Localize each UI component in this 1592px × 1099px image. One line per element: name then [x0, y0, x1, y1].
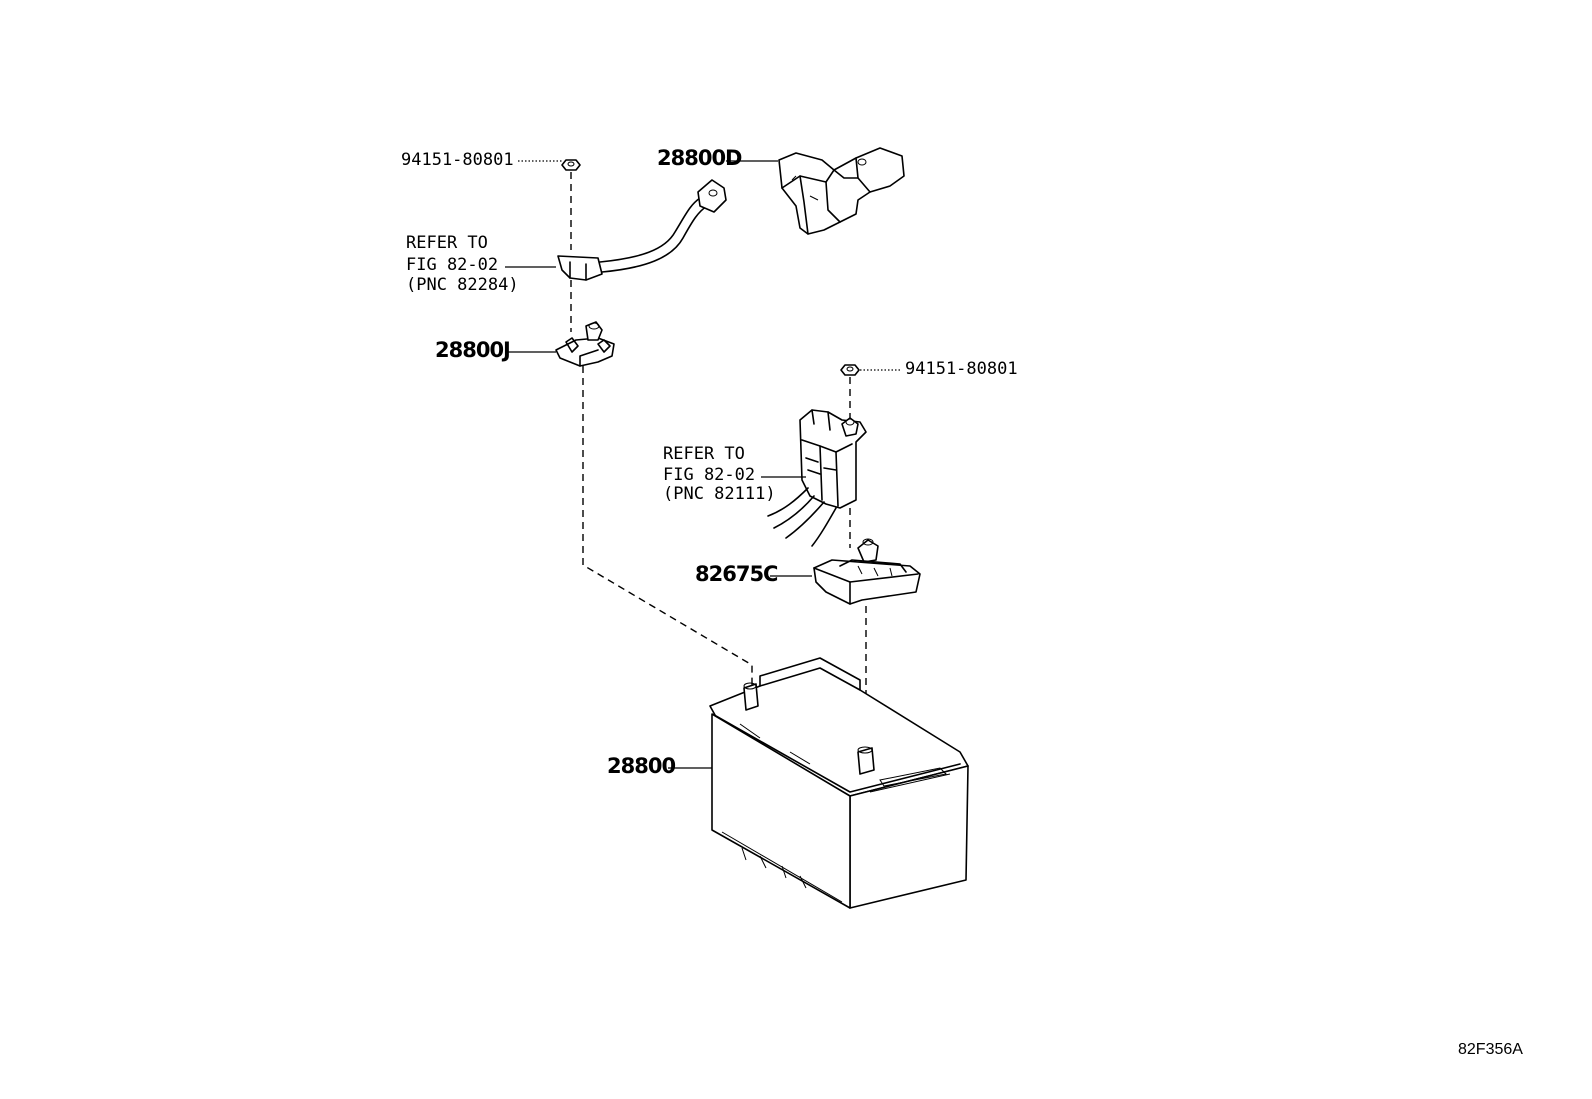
dashline-clamp-to-battery: [582, 366, 753, 690]
callout-nut-top[interactable]: 94151-80801: [401, 150, 514, 170]
refer-a-line1: REFER TO: [406, 233, 488, 253]
callout-clamp-28800J[interactable]: 28800J: [435, 338, 511, 362]
nut-right[interactable]: [840, 364, 860, 376]
callout-nut-right[interactable]: 94151-80801: [905, 359, 1018, 379]
terminal-cover-28800D[interactable]: [778, 147, 905, 235]
figure-code: 82F356A: [1458, 1041, 1523, 1058]
callout-battery-28800[interactable]: 28800: [607, 754, 676, 778]
refer-b-line1: REFER TO: [663, 444, 745, 464]
callout-cover-28800D[interactable]: 28800D: [657, 146, 742, 170]
refer-b-line3: (PNC 82111): [663, 484, 776, 504]
battery-28800[interactable]: [709, 657, 969, 909]
terminal-clamp-28800J[interactable]: [555, 321, 615, 367]
nut-top-left[interactable]: [561, 159, 581, 171]
refer-a-line3: (PNC 82284): [406, 275, 519, 295]
positive-terminal-block[interactable]: [767, 409, 867, 547]
terminal-cover-82675C[interactable]: [813, 538, 921, 605]
callout-cover-82675C[interactable]: 82675C: [695, 562, 778, 586]
refer-a-line2[interactable]: FIG 82-02: [406, 255, 499, 275]
negative-cable[interactable]: [557, 179, 727, 332]
refer-b-line2[interactable]: FIG 82-02: [663, 465, 756, 485]
